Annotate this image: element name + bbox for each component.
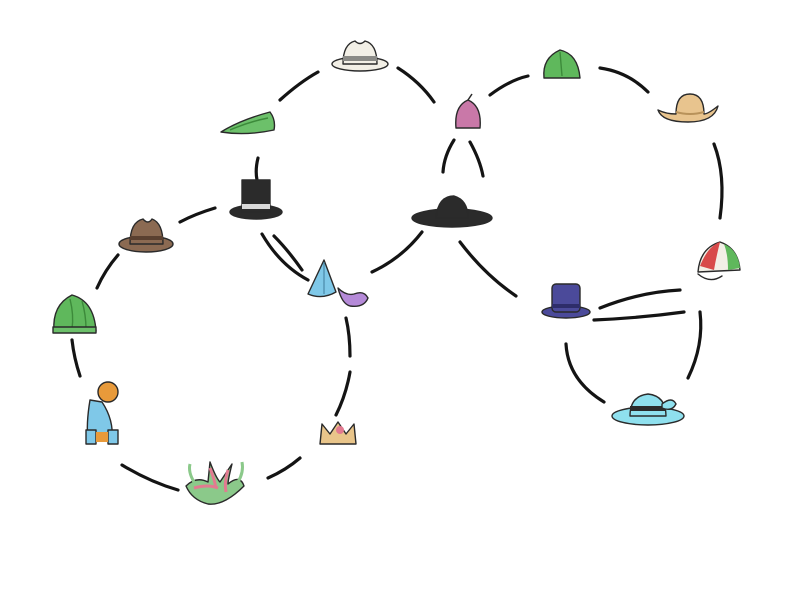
top-hat-icon [229, 179, 283, 220]
white-fedora-icon [331, 40, 389, 72]
trail-segment [441, 138, 456, 174]
trail-segment [712, 142, 724, 220]
trail-segment [592, 310, 686, 322]
trail-segment [488, 74, 530, 97]
green-cap-icon [543, 49, 581, 79]
green-beanie-icon [52, 294, 97, 334]
green-cone-hat-icon [220, 111, 276, 135]
trail-segment [344, 316, 352, 358]
trail-segment [266, 456, 302, 480]
trail-segment [334, 370, 352, 417]
jester-crown-icon [185, 461, 245, 505]
seated-person-icon [85, 381, 119, 445]
crown-icon [319, 421, 357, 445]
trail-segment [468, 140, 485, 178]
purple-top-hat-icon [541, 283, 591, 319]
brown-fedora-icon [118, 218, 174, 253]
trail-segment [686, 310, 703, 380]
loop-trails [70, 66, 724, 492]
striped-cap-icon [697, 241, 741, 281]
plume-icon [337, 287, 369, 308]
trail-segment [458, 240, 518, 298]
boater-hat-icon [611, 393, 685, 426]
trail-segment [272, 234, 304, 272]
trail-segment [95, 253, 120, 290]
trail-segment [370, 230, 424, 274]
trail-segment [260, 232, 310, 282]
trail-segment [564, 342, 606, 404]
trail-segment [278, 70, 320, 102]
trail-segment [598, 66, 650, 94]
trail-segment [254, 156, 260, 182]
cowboy-hat-icon [657, 93, 719, 123]
trail-segment [598, 288, 682, 310]
sombrero-icon [411, 195, 493, 228]
pink-beanie-icon [455, 93, 481, 129]
trail-segment [70, 338, 82, 378]
blue-cone-hat-icon [307, 259, 337, 298]
trail-segment [120, 463, 180, 492]
trail-segment [178, 206, 217, 224]
trail-segment [396, 66, 436, 104]
